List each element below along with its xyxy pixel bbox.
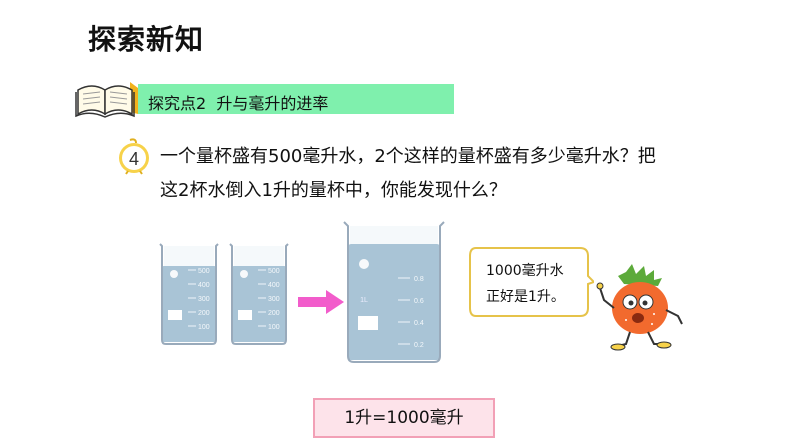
speech-line-1: 1000毫升水 [486,263,564,279]
question-text: 一个量杯盛有500毫升水，2个这样的量杯盛有多少毫升水？把 这2杯水倒入1升的量… [160,140,760,208]
small-beaker-tick-label: 200 [198,310,210,317]
large-beaker-tick-label: 0.4 [414,320,424,327]
small-beaker-1: 500 400 300 200 100 [159,243,219,345]
speech-line-2: 正好是1升。 [486,289,565,305]
topic-heading: 探究点2 升与毫升的进率 [148,90,328,114]
pour-arrow [298,290,344,314]
small-beaker-tick-label: 500 [198,268,210,275]
small-beaker-tick-label: 100 [198,324,210,331]
question-number-badge: 4 [119,138,149,175]
large-beaker-tick-label: 0.8 [414,276,424,283]
beaker-water [232,266,286,342]
small-beaker-tick-label: 500 [268,268,280,275]
large-beaker: 0.8 0.6 0.4 0.2 1L [343,221,445,363]
beaker-water [162,266,216,342]
beaker-capacity-label: 1L [360,297,368,304]
beaker-ticks: 0.8 0.6 0.4 0.2 [398,276,424,349]
question-line-2: 这2杯水倒入1升的量杯中，你能发现什么？ [160,180,507,201]
small-beaker-tick-label: 400 [198,282,210,289]
open-book-icon [75,82,138,118]
page-title: 探索新知 [88,23,205,56]
beaker-ticks: 500 400 300 200 100 [188,268,210,331]
small-beaker-tick-label: 100 [268,324,280,331]
topic-text: 升与毫升的进率 [216,94,329,113]
small-beaker-tick-label: 200 [268,310,280,317]
question-line-1: 一个量杯盛有500毫升水，2个这样的量杯盛有多少毫升水？把 [160,146,656,167]
small-beaker-2: 500 400 300 200 100 [229,243,289,345]
answer-box: 1升=1000毫升 [313,398,495,438]
strawberry-mascot [596,264,683,351]
topic-bar [138,84,454,114]
speech-text: 1000毫升水 正好是1升。 [486,258,596,310]
question-number: 4 [129,149,139,169]
large-beaker-tick-label: 0.6 [414,298,424,305]
small-beaker-tick-label: 400 [268,282,280,289]
large-beaker-tick-label: 0.2 [414,342,424,349]
beaker-ticks: 500 400 300 200 100 [258,268,280,331]
small-beaker-tick-label: 300 [198,296,210,303]
small-beaker-tick-label: 300 [268,296,280,303]
topic-label: 探究点2 [148,94,207,113]
speech-bubble [469,247,594,317]
